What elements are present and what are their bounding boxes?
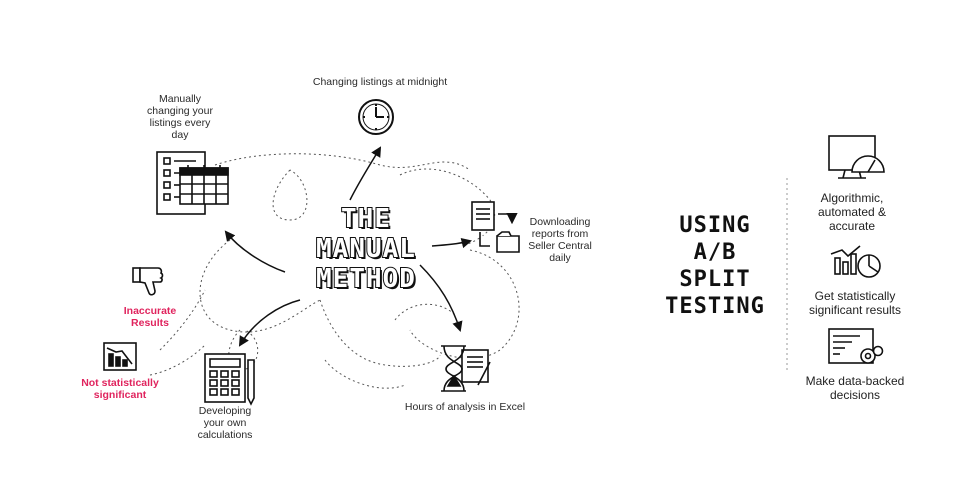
documents-folder-icon [471,201,520,253]
node-label-manual-change: Manually changing your listings every da… [147,93,213,141]
node-label-midnight: Changing listings at midnight [312,76,448,88]
chart-pie-icon [830,245,881,278]
node-label-analysis: Hours of analysis in Excel [404,401,526,413]
benefit-algorithmic: Algorithmic, automated & accurate [817,191,887,233]
hourglass-document-icon [441,345,491,392]
monitor-gauge-icon [828,135,885,179]
benefit-data-backed: Make data-backed decisions [805,374,905,402]
calendar-checklist-icon [156,151,229,215]
node-label-calculations: Developing your own calculations [197,405,253,441]
declining-chart-icon [103,342,137,371]
manual-method-title: THE MANUAL METHOD [315,203,416,295]
clock-icon [358,99,394,135]
dashboard-gears-icon [828,328,884,364]
ab-testing-title: USING A/B SPLIT TESTING [665,213,765,319]
node-label-downloading: Downloading reports from Seller Central … [528,216,592,264]
drawback-not-significant: Not statistically significant [81,377,159,401]
drawback-inaccurate: Inaccurate Results [123,305,177,329]
benefit-significant: Get statistically significant results [808,289,902,317]
thumbs-down-icon [132,267,164,296]
calculator-icon [204,353,255,406]
